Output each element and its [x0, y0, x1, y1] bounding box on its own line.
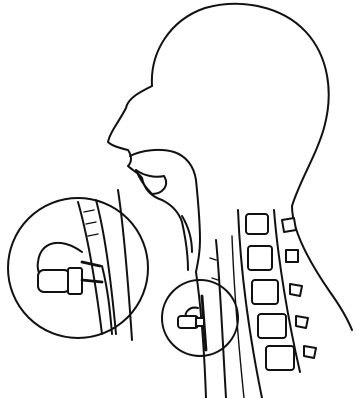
neck-skin-line — [118, 190, 132, 340]
magnified-tube-connector — [68, 268, 82, 294]
vertebra-2 — [248, 246, 272, 270]
trachea-back — [216, 240, 226, 398]
vertebra-1 — [246, 214, 268, 234]
stoma-detail-small — [162, 280, 238, 356]
face-profile — [108, 86, 152, 178]
tracheal-ring-1 — [84, 210, 94, 212]
vertebra-5 — [266, 346, 294, 370]
oral-cavity — [130, 150, 200, 272]
pharynx-wall — [196, 180, 200, 272]
tracheal-ring-3 — [88, 234, 98, 236]
spinous-process-5 — [304, 346, 316, 358]
small-tube-connector — [196, 318, 204, 326]
cartilage-ring-1 — [210, 258, 216, 260]
spinous-process-3 — [290, 284, 302, 296]
spinous-process-4 — [296, 316, 308, 328]
chin-and-throat — [162, 200, 188, 270]
vertebra-4 — [258, 314, 286, 338]
cartilage-ring-2 — [212, 278, 218, 280]
spinous-process-2 — [286, 250, 298, 262]
stoma-detail-magnified — [8, 190, 148, 340]
spinous-process-1 — [282, 218, 296, 232]
vertebra-3 — [252, 280, 278, 304]
head-neck-outline — [108, 4, 352, 330]
lower-lip — [142, 178, 162, 200]
tongue — [136, 170, 166, 194]
cervical-spine — [238, 210, 316, 398]
magnified-tube-flange — [38, 270, 70, 292]
magnified-tube-stem — [82, 262, 102, 282]
tracheal-ring-2 — [86, 222, 96, 224]
